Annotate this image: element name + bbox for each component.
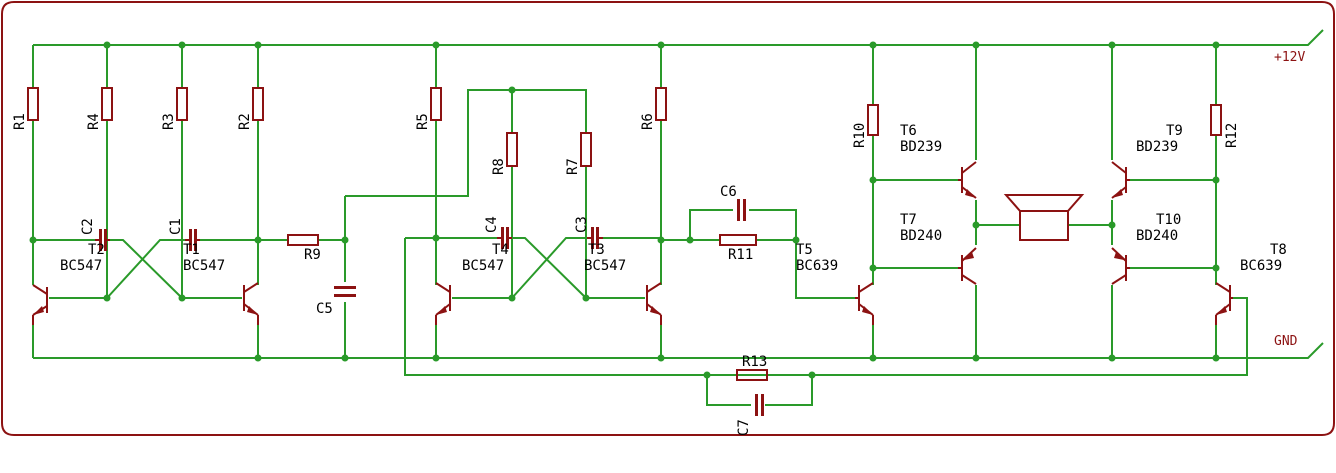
label-t6-name: T6 [900, 123, 917, 139]
labels: +12V GND R1 R4 R3 R2 R5 R8 R7 R6 R10 R12… [12, 50, 1305, 436]
resistor-r8 [506, 132, 518, 167]
label-r7: R7 [565, 158, 581, 175]
label-t3-type: BC547 [584, 258, 626, 274]
resistors [27, 87, 1222, 381]
capacitor-c1 [185, 229, 200, 251]
resistor-r5 [430, 87, 442, 121]
label-t2-type: BC547 [60, 258, 102, 274]
resistor-r11 [719, 234, 757, 246]
transistor-t9 [1111, 161, 1130, 199]
label-c5: C5 [316, 301, 333, 317]
sheet-frame [1, 1, 1335, 436]
capacitors [95, 199, 764, 416]
ground-rail [33, 342, 1324, 359]
transistor-t7 [958, 247, 977, 285]
resistor-r9 [287, 234, 319, 246]
label-r5: R5 [415, 113, 431, 130]
label-c2: C2 [80, 218, 96, 235]
capacitor-c5 [334, 286, 356, 297]
wires [32, 29, 1324, 406]
resistor-r2 [252, 87, 264, 121]
resistor-r6 [655, 87, 667, 121]
label-r12: R12 [1224, 123, 1240, 148]
label-c4: C4 [484, 216, 500, 233]
capacitor-c4 [497, 227, 512, 249]
label-t6-type: BD239 [900, 139, 942, 155]
label-t2-name: T2 [88, 242, 105, 258]
label-r13: R13 [742, 354, 767, 370]
label-t9-name: T9 [1166, 123, 1183, 139]
transistor-t1 [243, 282, 259, 325]
feedback-wire [404, 238, 1248, 376]
label-r10: R10 [852, 123, 868, 148]
label-t4-name: T4 [492, 242, 509, 258]
label-r11: R11 [728, 247, 753, 263]
label-r3: R3 [161, 113, 177, 130]
label-t5-type: BC639 [796, 258, 838, 274]
capacitor-c6 [737, 199, 746, 221]
label-t8-name: T8 [1270, 242, 1287, 258]
resistor-r12 [1210, 104, 1222, 136]
resistor-r4 [101, 87, 113, 121]
label-t8-type: BC639 [1240, 258, 1282, 274]
label-t9-type: BD239 [1136, 139, 1178, 155]
label-c3: C3 [574, 216, 590, 233]
capacitor-c7 [755, 394, 764, 416]
label-r2: R2 [237, 113, 253, 130]
resistor-r1 [27, 87, 39, 121]
transistor-t8 [1215, 282, 1233, 325]
label-c7: C7 [736, 419, 752, 436]
label-t3-name: T3 [588, 242, 605, 258]
transistor-t3 [646, 282, 662, 325]
resistor-r10 [867, 104, 879, 136]
label-t7-name: T7 [900, 212, 917, 228]
label-t1-name: T1 [183, 242, 200, 258]
label-t1-type: BC547 [183, 258, 225, 274]
resistor-r13 [736, 369, 768, 381]
transistors [32, 161, 1233, 325]
capacitor-c3 [587, 227, 603, 249]
resistor-r7 [580, 132, 592, 167]
label-t10-type: BD240 [1136, 228, 1178, 244]
transistor-t4 [435, 282, 451, 325]
transistor-t5 [855, 282, 874, 325]
supply-label: +12V [1274, 50, 1305, 65]
speaker-symbol [1003, 194, 1085, 241]
label-c1: C1 [168, 218, 184, 235]
label-r9: R9 [304, 247, 321, 263]
transistor-t10 [1111, 247, 1130, 285]
supply-rail [33, 29, 1324, 46]
label-r6: R6 [640, 113, 656, 130]
label-c6: C6 [720, 184, 737, 200]
ground-label: GND [1274, 334, 1298, 349]
label-t4-type: BC547 [462, 258, 504, 274]
resistor-r3 [176, 87, 188, 121]
transistor-t6 [958, 161, 977, 199]
transistor-t2 [32, 284, 48, 325]
label-t5-name: T5 [796, 242, 813, 258]
label-r8: R8 [491, 158, 507, 175]
label-r1: R1 [12, 113, 28, 130]
capacitor-c2 [95, 229, 110, 251]
label-r4: R4 [86, 113, 102, 130]
label-t10-name: T10 [1156, 212, 1181, 228]
label-t7-type: BD240 [900, 228, 942, 244]
